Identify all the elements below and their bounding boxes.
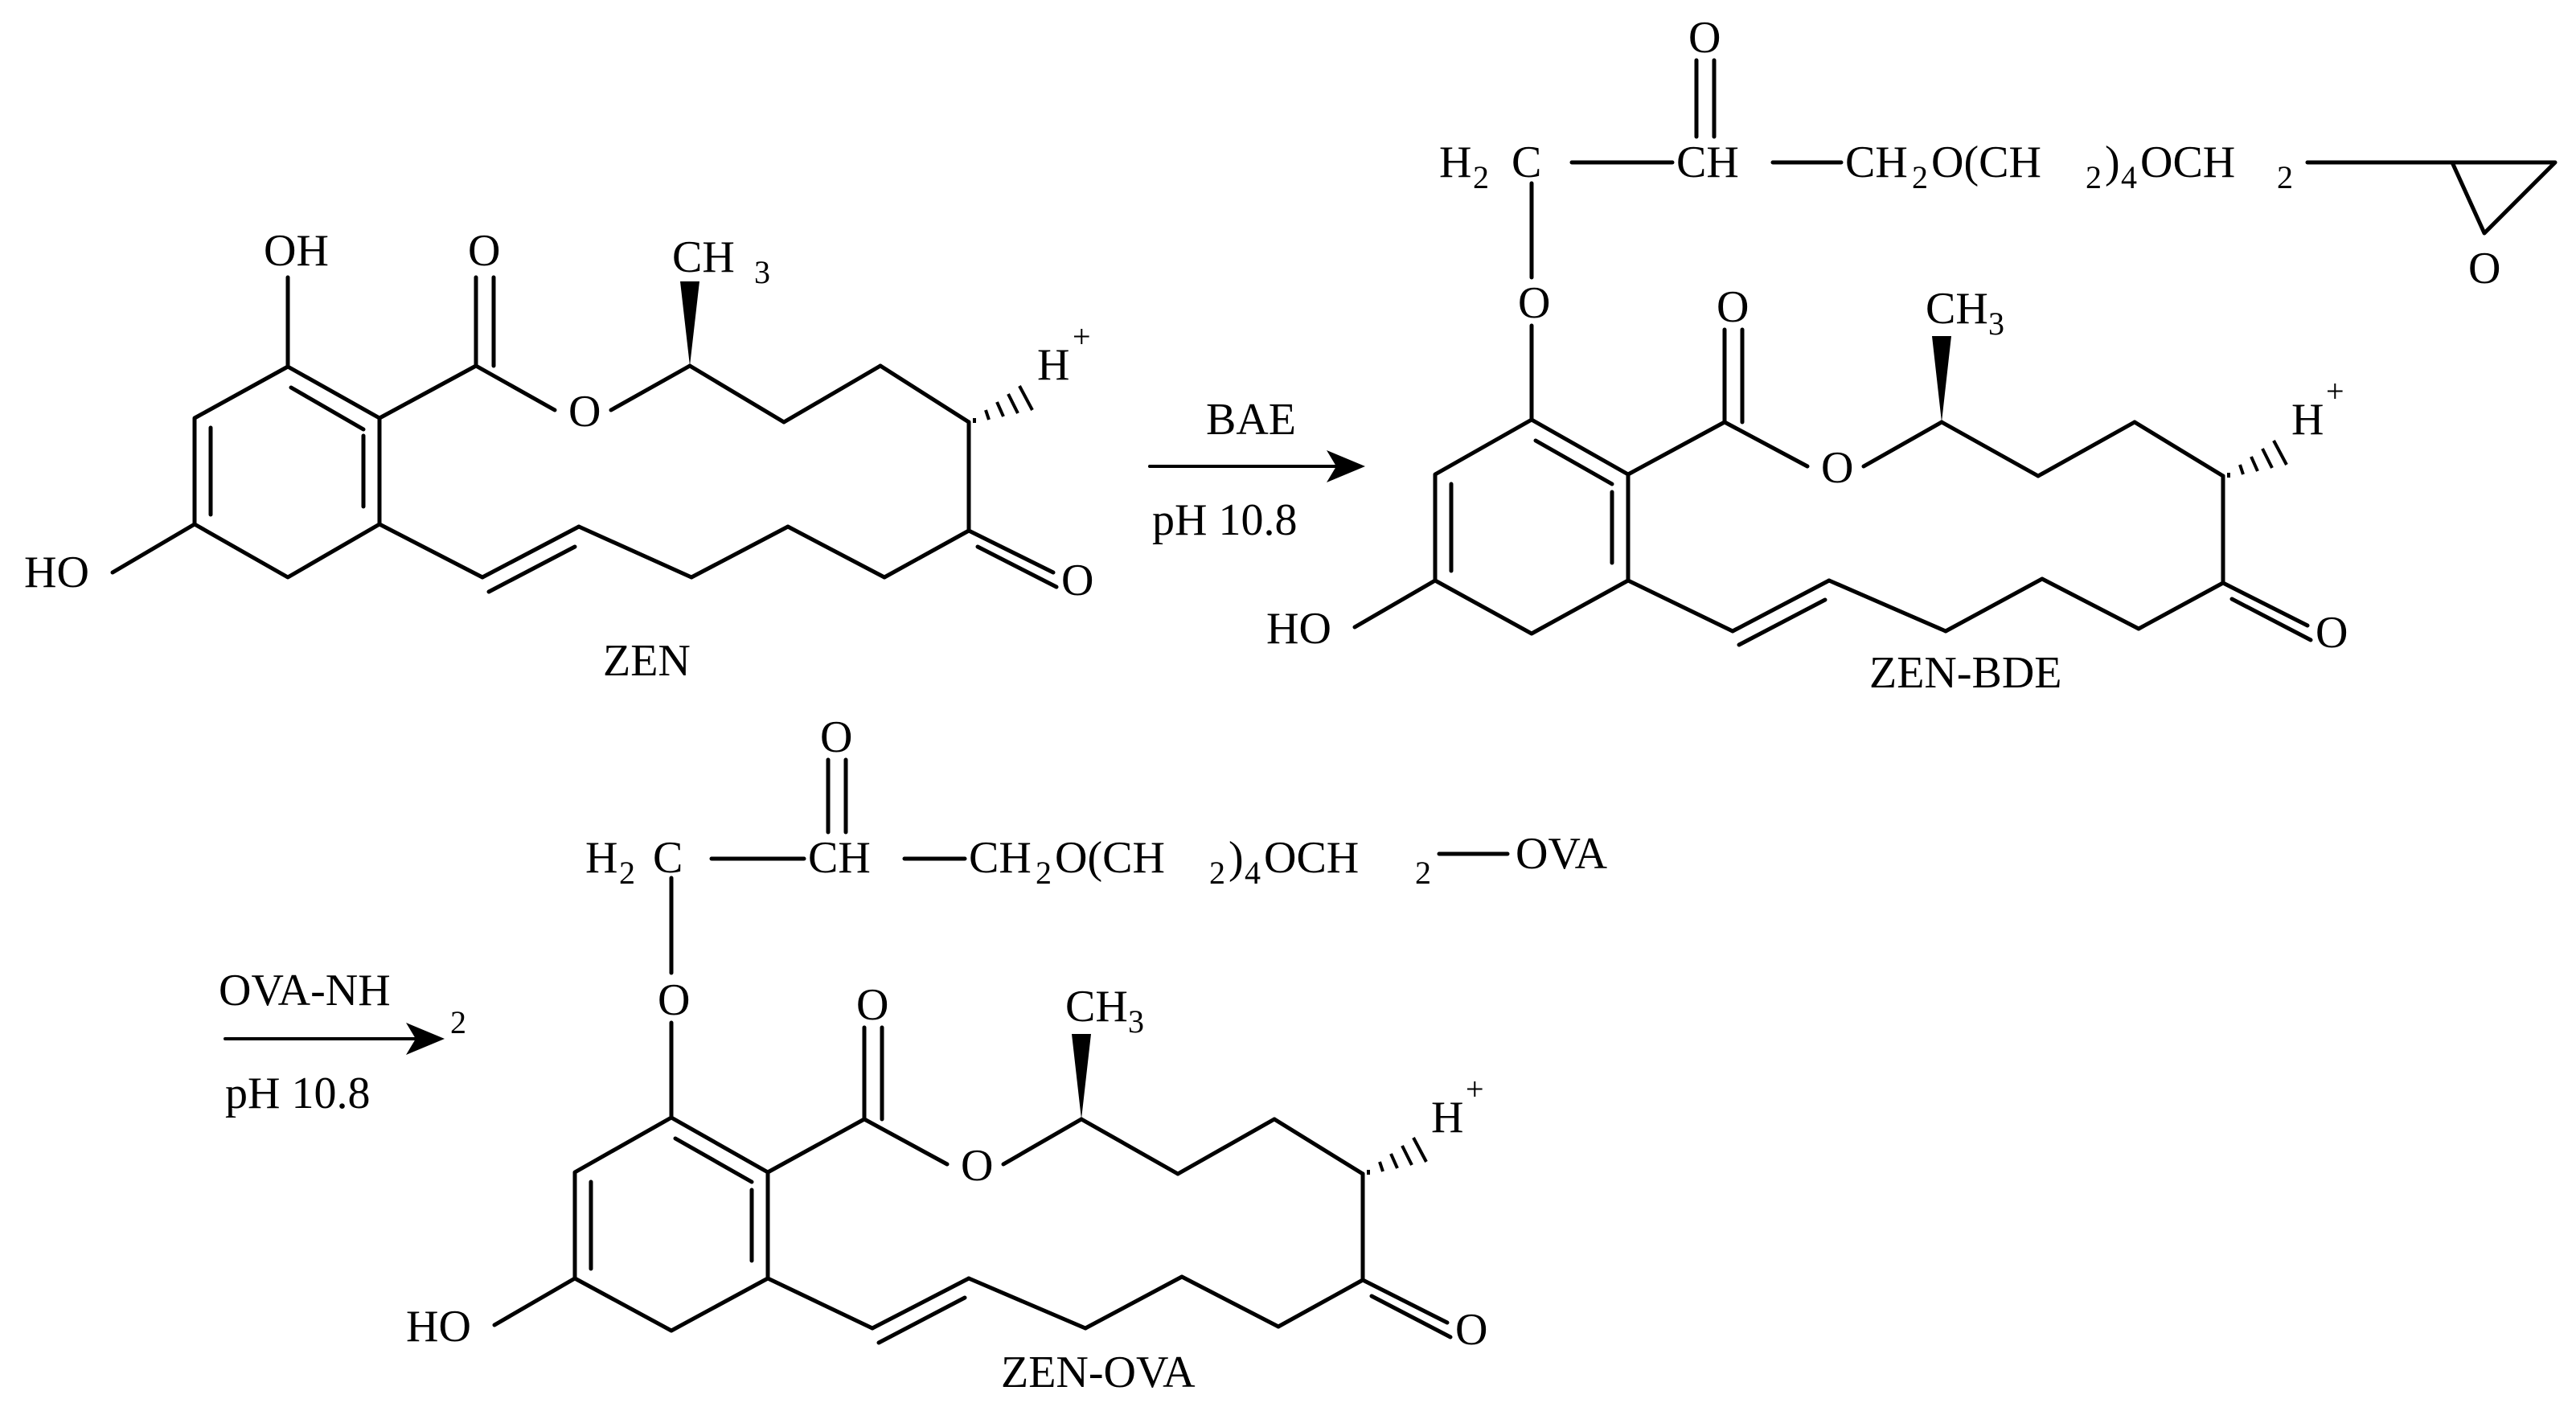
bde-methyl-c: CH	[1926, 284, 1988, 334]
bde-h-sup: +	[2326, 373, 2344, 409]
bde-chain-top-o: O	[1688, 13, 1721, 63]
molecule-zen: OH HO O O CH 3 H + O ZEN	[24, 226, 1093, 686]
zen-h-label: H	[1037, 340, 1069, 390]
bde-h2c-h: H	[1439, 137, 1471, 187]
zen-methyl-c: CH	[672, 232, 735, 282]
zen-methyl-sub: 3	[754, 254, 770, 290]
hashed-bond	[2227, 440, 2288, 478]
ova-chain-top-o: O	[820, 712, 852, 762]
ova-h-label: H	[1431, 1093, 1463, 1143]
hashed-bond	[1367, 1137, 1428, 1175]
bde-paren-sub: 2	[2086, 159, 2102, 195]
zen-ring-o: O	[568, 387, 601, 437]
ova-ch2o-c: CH	[969, 833, 1032, 883]
arrow2-reagent-sub: 2	[450, 1004, 466, 1040]
bde-ch: CH	[1676, 137, 1739, 187]
bde-h-label: H	[2291, 395, 2324, 445]
bde-epoxide-o: O	[2468, 244, 2500, 293]
bde-h2c-c: C	[1512, 137, 1541, 187]
bde-n-sub: 4	[2121, 159, 2137, 195]
zen-h-sup: +	[1073, 318, 1091, 355]
zen-carbonyl-o: O	[468, 226, 500, 276]
ova-carbonyl-o: O	[856, 980, 888, 1030]
arrow2-reagent: OVA-NH	[219, 966, 391, 1015]
ova-och-sub: 2	[1415, 855, 1431, 891]
zen-oh-label: OH	[264, 226, 329, 276]
ova-methyl-sub: 3	[1128, 1003, 1144, 1040]
bde-ch2o-sub: 2	[1912, 159, 1928, 195]
zen-name: ZEN	[603, 636, 691, 686]
ova-paren-sub: 2	[1209, 855, 1225, 891]
reaction-arrow-2: OVA-NH 2 pH 10.8	[219, 966, 466, 1118]
ova-paren-close: )	[1229, 833, 1244, 883]
ova-h2c-h: H	[585, 833, 617, 883]
molecule-zen-ova: HO O O O CH 3 H + O O H 2 C CH CH 2 O(CH…	[406, 712, 1608, 1397]
bde-och: OCH	[2140, 137, 2235, 187]
ova-ch2o-sub: 2	[1036, 855, 1052, 891]
ova-och: OCH	[1264, 833, 1359, 883]
bde-h2c-sub: 2	[1473, 159, 1489, 195]
zen-ho-label: HO	[24, 548, 89, 597]
ova-h2c-sub: 2	[619, 855, 635, 891]
bde-ho-label: HO	[1266, 604, 1331, 654]
bde-ch2o-c: CH	[1845, 137, 1908, 187]
ova-ketone-o: O	[1455, 1305, 1487, 1355]
bde-ch2o-o: O(CH	[1931, 137, 2041, 187]
ova-ch: CH	[808, 833, 871, 883]
bde-paren-close: )	[2105, 137, 2120, 187]
ova-ho-label: HO	[406, 1302, 471, 1352]
arrow1-reagent: BAE	[1206, 395, 1296, 445]
arrow2-condition: pH 10.8	[225, 1069, 370, 1118]
bde-ring-o: O	[1821, 443, 1853, 493]
bde-ketone-o: O	[2316, 608, 2348, 658]
zen-bde-name: ZEN-BDE	[1869, 648, 2062, 698]
ova-ring-o: O	[961, 1141, 993, 1191]
hashed-bond	[973, 385, 1034, 423]
bde-ether-o: O	[1518, 278, 1550, 328]
ova-n-sub: 4	[1245, 855, 1261, 891]
zen-ketone-o: O	[1061, 556, 1093, 605]
bde-och-sub: 2	[2277, 159, 2293, 195]
molecule-zen-bde: HO O O O CH 3 H + O O O H 2 C CH CH 2 O(…	[1266, 13, 2558, 698]
bde-carbonyl-o: O	[1717, 282, 1749, 332]
zen-ova-name: ZEN-OVA	[1001, 1348, 1196, 1397]
ova-methyl-c: CH	[1065, 982, 1128, 1032]
ova-ova: OVA	[1516, 829, 1608, 879]
bde-methyl-sub: 3	[1988, 306, 2004, 342]
reaction-arrow-1: BAE pH 10.8	[1148, 395, 1365, 545]
ova-h-sup: +	[1466, 1071, 1484, 1107]
ova-ether-o: O	[658, 975, 690, 1025]
arrow1-condition: pH 10.8	[1152, 495, 1297, 545]
ova-h2c-c: C	[653, 833, 683, 883]
ova-ch2o-o: O(CH	[1055, 833, 1165, 883]
